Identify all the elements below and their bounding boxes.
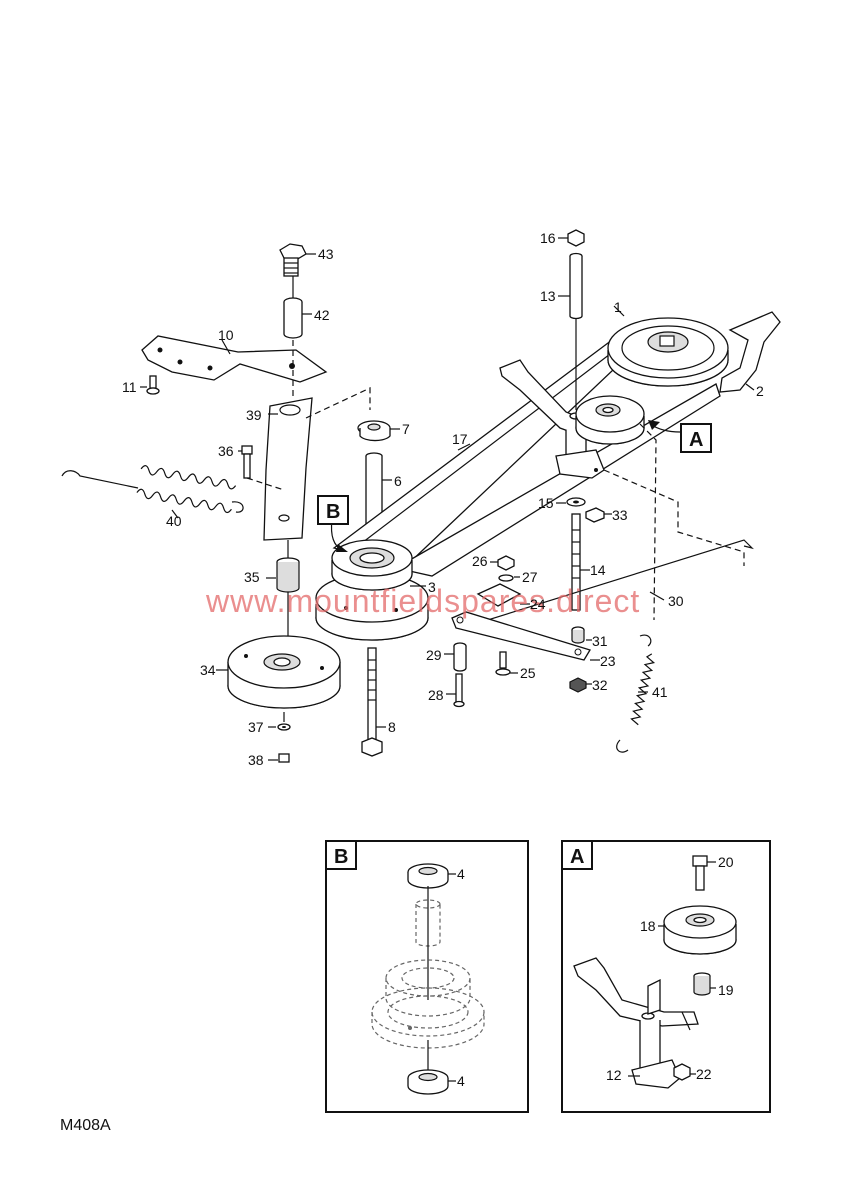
label-38: 38 [248,752,264,768]
part-labels-main: 43 42 10 11 39 7 36 6 40 35 3 34 37 38 8… [122,230,764,768]
label-22: 22 [696,1066,712,1082]
inset-detail-b: B 4 4 [325,840,529,1113]
svg-text:B: B [334,846,348,868]
label-2: 2 [756,383,764,399]
part-37-washer [268,723,291,731]
part-16-bolt [558,229,585,247]
part-23-link-bar [451,611,600,661]
part-27-washer [498,574,520,582]
part-42-spacer [283,297,312,339]
label-16: 16 [540,230,556,246]
inset-a-bolt-20 [692,855,716,891]
label-1: 1 [614,299,622,315]
idler-pulley-a [575,395,645,445]
inset-a-pulley-18 [658,905,737,955]
label-11: 11 [122,379,137,395]
callout-box-b-main: B [317,495,349,525]
label-24: 24 [530,596,546,612]
label-40: 40 [166,513,182,529]
svg-text:B: B [326,501,340,523]
part-40-spring [61,465,244,519]
part-39-arm [263,397,313,541]
part-32-nut [569,677,592,693]
label-41: 41 [652,684,668,700]
inset-b-bearing-bottom [407,1069,456,1095]
inset-a-arm-12 [573,957,699,1089]
inset-detail-a: A [561,840,771,1113]
label-31: 31 [592,633,608,649]
inset-a-spacer-19 [693,972,716,996]
part-1-pulley [607,305,729,387]
label-4-top: 4 [457,866,465,882]
label-12: 12 [606,1067,622,1083]
part-2-guard [719,311,781,393]
label-18: 18 [640,918,656,934]
part-26-nut [490,555,515,571]
part-31-spacer [571,626,592,644]
label-20: 20 [718,854,734,870]
part-3-double-pulley [315,539,429,641]
label-26: 26 [472,553,488,569]
part-34-pulley [216,635,341,709]
part-29-spacer [444,642,467,672]
label-42: 42 [314,307,330,323]
label-33: 33 [612,507,628,523]
label-17: 17 [452,431,468,447]
part-36-bolt [238,445,253,479]
label-29: 29 [426,647,442,663]
inset-a-nut-22 [673,1063,696,1081]
label-13: 13 [540,288,556,304]
svg-text:A: A [689,429,703,451]
part-38-nut [268,753,290,763]
label-30: 30 [668,593,684,609]
part-10-bracket-plate [141,335,328,383]
label-15: 15 [538,495,554,511]
label-27: 27 [522,569,538,585]
part-28-bolt [446,673,465,708]
diagram-reference: M408A [60,1117,111,1134]
inset-b-bearing-top [407,863,456,889]
label-43: 43 [318,246,334,262]
part-30-rod [461,539,754,629]
label-34: 34 [200,662,216,678]
watermark: www.mountfieldspares.direct [205,583,640,619]
label-14: 14 [590,562,606,578]
label-36: 36 [218,443,234,459]
part-8-bolt [361,647,386,757]
label-8: 8 [388,719,396,735]
label-28: 28 [428,687,444,703]
label-37: 37 [248,719,264,735]
callout-box-a-main: A [680,423,712,453]
part-24-plate [476,583,530,607]
label-10: 10 [218,327,234,343]
part-11-screw [140,375,160,395]
svg-text:A: A [570,846,584,868]
label-6: 6 [394,473,402,489]
label-39: 39 [246,407,262,423]
part-25-screw [495,651,518,676]
label-35: 35 [244,569,260,585]
part-14-bolt [571,513,590,611]
label-19: 19 [718,982,734,998]
part-7-nut [357,420,400,442]
label-25: 25 [520,665,536,681]
part-15-washer [556,497,586,507]
label-4-bottom: 4 [457,1073,465,1089]
part-41-spring [616,634,656,753]
label-32: 32 [592,677,608,693]
part-33-nut [585,507,612,523]
label-23: 23 [600,653,616,669]
label-7: 7 [402,421,410,437]
part-43-bolt [279,243,316,277]
label-3: 3 [428,579,436,595]
part-13-shaft [558,252,583,320]
main-assembly: www.mountfieldspares.direct A B 43 42 10… [61,229,781,768]
